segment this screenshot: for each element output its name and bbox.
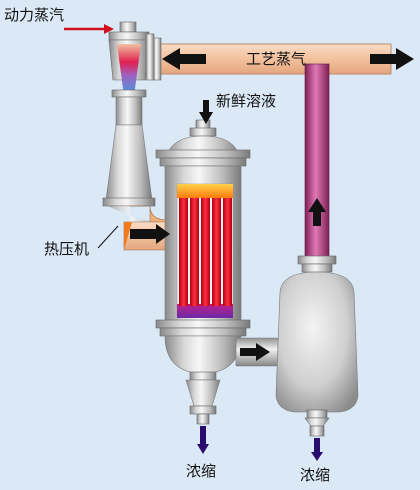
- process-steam-right-arrow: [370, 48, 414, 70]
- fresh-solution-label: 新鲜溶液: [216, 92, 277, 110]
- compressor-discharge-arrow: [130, 224, 170, 244]
- concentrate-left-arrow: [197, 444, 209, 454]
- motive-steam-inlet-arrow: [104, 24, 114, 34]
- motive-steam-label: 动力蒸汽: [4, 6, 65, 24]
- vapor-up-arrow: [308, 198, 326, 226]
- vapor-column: [297, 63, 337, 273]
- transfer-arrow: [240, 343, 270, 361]
- concentrate-left-label: 浓缩: [186, 462, 217, 480]
- thermocompressor-leader-line: [97, 225, 119, 249]
- fresh-solution-arrow: [199, 100, 213, 124]
- heating-tube-bundle: [176, 183, 234, 318]
- process-steam-left-arrow: [162, 48, 206, 70]
- process-steam-label: 工艺蒸气: [246, 50, 307, 68]
- concentrate-right-arrow: [311, 452, 323, 461]
- concentrate-right-label: 浓缩: [300, 466, 331, 484]
- thermocompressor-label: 热压机: [44, 240, 90, 258]
- flow-arrows: [64, 24, 414, 461]
- separator-tank: [275, 271, 359, 437]
